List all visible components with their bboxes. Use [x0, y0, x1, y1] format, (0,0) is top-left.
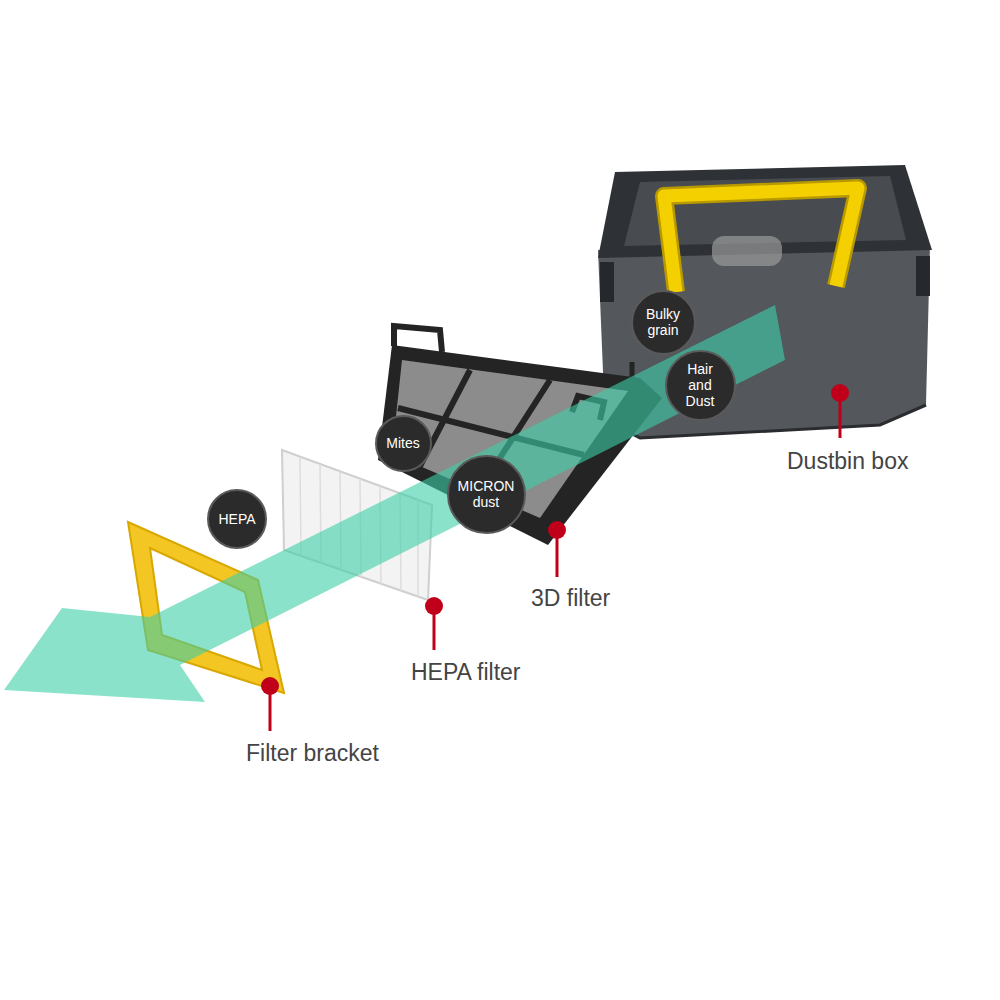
airflow-arrow [4, 305, 785, 702]
callout-circle: Bulky grain [631, 290, 696, 355]
callout-circle: Mites [375, 415, 432, 472]
part-label: Filter bracket [246, 742, 379, 765]
callout-circle: Hair and Dust [665, 350, 736, 421]
part-label: HEPA filter [411, 661, 521, 684]
part-label: 3D filter [531, 587, 610, 610]
leader-pins [261, 384, 849, 731]
callout-text: Bulky grain [641, 306, 685, 338]
callout-text: HEPA [215, 511, 259, 527]
part-label: Dustbin box [787, 450, 908, 473]
callout-circle: HEPA [207, 489, 267, 549]
callout-text: MICRON dust [456, 478, 516, 510]
callout-circle: MICRON dust [447, 455, 526, 534]
callout-text: Hair and Dust [682, 361, 718, 409]
callout-text: Mites [381, 435, 425, 451]
